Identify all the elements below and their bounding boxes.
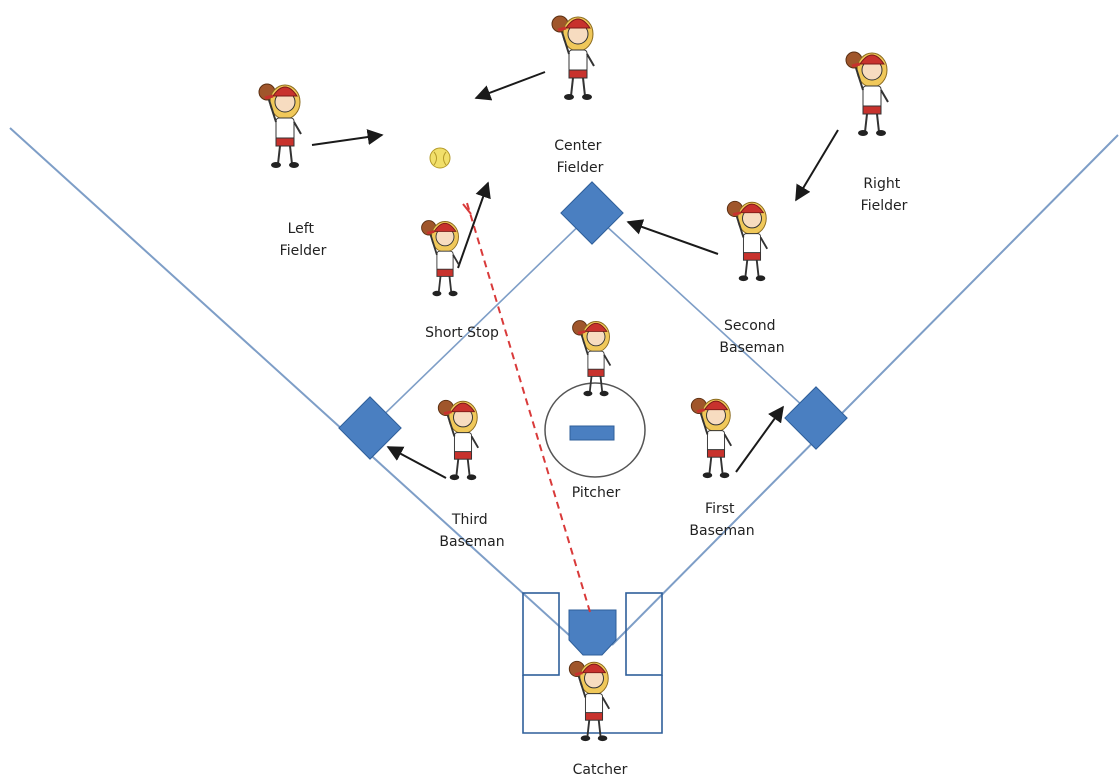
pitcher-circle [544,382,646,478]
catcher-figure [568,660,611,742]
third-baseman-figure [437,399,480,481]
movement-arrows [311,71,839,479]
first-baseman-figure [690,397,733,479]
players [258,15,889,742]
right-fielder-label: Right Fielder [861,176,908,214]
left-foul-line [9,127,581,646]
short-stop-figure [421,220,461,297]
third-baseman-arrow [386,446,447,479]
left-fielder-arrow [311,129,384,146]
center-fielder-figure [551,15,595,100]
base-path-second-first [591,212,817,419]
third-baseman-label: Third Baseman [439,512,504,550]
short-stop-arrow [457,181,491,269]
catcher-label: Catcher [573,762,628,778]
softball-icon [429,147,451,169]
right-fielder-arrow [795,129,839,202]
batter-boxes [522,592,663,734]
throw-path-tick [462,203,472,215]
right-batter-box [625,592,663,676]
catcher-box [522,675,663,734]
first-baseman-arrow [735,405,784,473]
short-stop-label: Short Stop [425,325,499,341]
third-base [338,396,402,460]
center-fielder-arrow [474,71,546,101]
right-foul-line [611,134,1119,646]
left-batter-box [522,592,560,676]
left-fielder-figure [258,83,302,168]
right-fielder-figure [845,51,889,136]
first-base [784,386,848,450]
home-plate [568,609,617,656]
second-base [560,181,624,245]
throw-path-line [466,202,591,613]
first-baseman-label: First Baseman [689,501,754,539]
pitcher-figure [572,320,612,397]
base-paths [369,212,817,429]
second-baseman-arrow [626,219,719,255]
foul-lines [9,127,1119,646]
left-fielder-label: Left Fielder [280,221,327,259]
second-baseman-label: Second Baseman [719,318,784,356]
pitcher-rubber [569,425,615,441]
pitcher-label: Pitcher [572,485,621,501]
base-path-third-second [369,212,593,429]
center-fielder-label: Center Fielder [554,138,606,176]
second-baseman-figure [726,200,769,282]
